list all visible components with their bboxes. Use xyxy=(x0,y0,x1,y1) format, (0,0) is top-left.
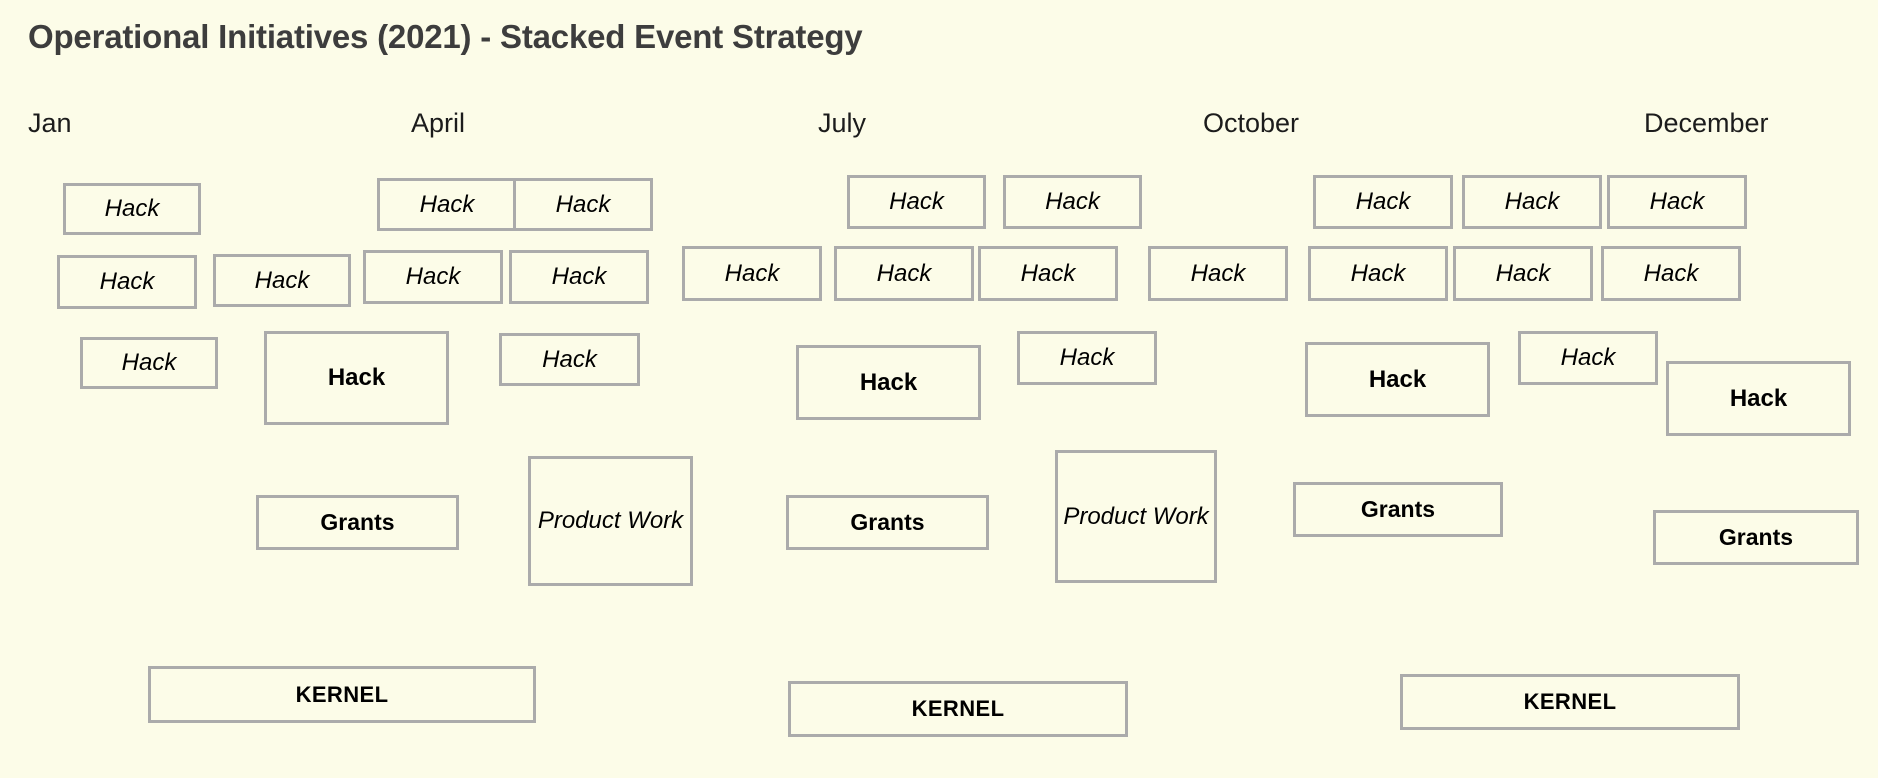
x-axis-label-october: October xyxy=(1203,108,1300,138)
event-box-hack[interactable]: Hack xyxy=(80,337,218,389)
event-box-label: Hack xyxy=(327,364,386,392)
event-box-hack[interactable]: Hack xyxy=(57,255,197,309)
event-box-label: Hack xyxy=(1495,259,1551,287)
chart-title: Operational Initiatives (2021) - Stacked… xyxy=(28,18,863,55)
event-box-label: Hack xyxy=(405,263,461,291)
event-box-label: Hack xyxy=(1045,188,1100,216)
event-box-label: Hack xyxy=(419,190,475,218)
x-axis-label-december: December xyxy=(1644,108,1769,138)
event-box-label: Hack xyxy=(1504,188,1560,216)
event-box-hack[interactable]: Hack xyxy=(1607,175,1747,229)
event-box-hack[interactable]: Hack xyxy=(377,178,517,231)
event-box-hack[interactable]: Hack xyxy=(682,246,822,301)
event-box-hack[interactable]: Hack xyxy=(499,333,640,386)
event-box-label: KERNEL xyxy=(1523,689,1617,715)
event-box-hack[interactable]: Hack xyxy=(1313,175,1453,229)
event-box-product-work[interactable]: Product Work xyxy=(528,456,693,586)
event-box-grants[interactable]: Grants xyxy=(786,495,989,550)
x-axis-label-july: July xyxy=(818,108,867,138)
event-box-hack[interactable]: Hack xyxy=(1017,331,1157,385)
event-box-label: Hack xyxy=(1560,344,1616,372)
event-box-hack[interactable]: Hack xyxy=(63,183,201,235)
event-box-hack[interactable]: Hack xyxy=(363,250,503,304)
event-box-label: Hack xyxy=(876,259,932,287)
event-box-kernel[interactable]: KERNEL xyxy=(148,666,536,723)
event-box-label: Hack xyxy=(121,349,177,377)
event-box-label: Grants xyxy=(850,509,925,536)
event-box-label: Hack xyxy=(859,368,918,396)
event-box-label: Hack xyxy=(542,345,597,373)
event-box-label: Hack xyxy=(1190,259,1246,287)
event-box-hack[interactable]: Hack xyxy=(834,246,974,301)
event-box-hack[interactable]: Hack xyxy=(1518,331,1658,385)
event-box-label: Hack xyxy=(1729,384,1788,412)
event-box-hack[interactable]: Hack xyxy=(1305,342,1490,417)
event-box-hack[interactable]: Hack xyxy=(796,345,981,420)
event-box-label: Hack xyxy=(99,268,155,296)
event-box-hack[interactable]: Hack xyxy=(1308,246,1448,301)
event-box-label: Grants xyxy=(1360,496,1436,523)
event-box-hack[interactable]: Hack xyxy=(264,331,449,425)
event-box-label: Hack xyxy=(104,195,160,223)
event-box-hack[interactable]: Hack xyxy=(213,254,351,307)
event-box-grants[interactable]: Grants xyxy=(1293,482,1503,537)
event-box-label: Hack xyxy=(555,190,611,218)
event-box-label: Hack xyxy=(551,263,607,291)
event-box-hack[interactable]: Hack xyxy=(1453,246,1593,301)
event-box-label: Hack xyxy=(1020,259,1076,287)
event-box-kernel[interactable]: KERNEL xyxy=(1400,674,1740,730)
event-box-grants[interactable]: Grants xyxy=(1653,510,1859,565)
event-box-label: Hack xyxy=(1649,188,1705,216)
event-box-label: Hack xyxy=(1350,259,1406,287)
event-box-kernel[interactable]: KERNEL xyxy=(788,681,1128,737)
x-axis-label-april: April xyxy=(411,108,466,138)
x-axis-label-jan: Jan xyxy=(28,108,72,138)
event-box-product-work[interactable]: Product Work xyxy=(1055,450,1217,583)
event-box-label: Hack xyxy=(889,188,944,216)
event-box-hack[interactable]: Hack xyxy=(513,178,653,231)
event-box-label: Product Work xyxy=(537,507,684,535)
event-box-label: Hack xyxy=(1643,259,1699,287)
event-box-grants[interactable]: Grants xyxy=(256,495,459,550)
event-box-hack[interactable]: Hack xyxy=(1003,175,1142,229)
event-box-hack[interactable]: Hack xyxy=(1601,246,1741,301)
event-box-label: KERNEL xyxy=(911,696,1005,722)
event-box-hack[interactable]: Hack xyxy=(978,246,1118,301)
event-box-label: Grants xyxy=(1718,524,1794,551)
event-box-hack[interactable]: Hack xyxy=(1666,361,1851,436)
event-box-label: Hack xyxy=(1355,188,1411,216)
event-box-label: Product Work xyxy=(1063,502,1209,530)
event-box-hack[interactable]: Hack xyxy=(509,250,649,304)
event-box-label: Hack xyxy=(254,266,310,294)
event-box-hack[interactable]: Hack xyxy=(847,175,986,229)
event-box-label: Hack xyxy=(724,259,780,287)
event-box-label: KERNEL xyxy=(295,681,389,707)
event-box-label: Hack xyxy=(1368,365,1427,393)
event-box-hack[interactable]: Hack xyxy=(1148,246,1288,301)
event-box-label: Hack xyxy=(1059,344,1115,372)
event-box-label: Grants xyxy=(320,509,395,536)
event-box-hack[interactable]: Hack xyxy=(1462,175,1602,229)
